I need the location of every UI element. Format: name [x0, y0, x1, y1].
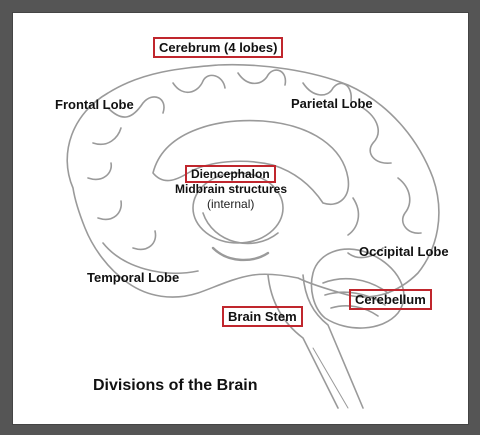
label-cerebellum: Cerebellum [349, 289, 432, 310]
brain-sketch-illustration [13, 13, 468, 424]
label-frontal-lobe: Frontal Lobe [55, 98, 134, 111]
label-brain-stem: Brain Stem [222, 306, 303, 327]
label-temporal-lobe: Temporal Lobe [87, 271, 179, 284]
label-midbrain-structures: Midbrain structures [175, 183, 287, 195]
diagram-title: Divisions of the Brain [93, 378, 257, 394]
diagram-frame: Cerebrum (4 lobes) Frontal Lobe Parietal… [12, 12, 469, 425]
label-cerebrum: Cerebrum (4 lobes) [153, 37, 283, 58]
label-internal: (internal) [207, 198, 254, 210]
label-parietal-lobe: Parietal Lobe [291, 97, 373, 110]
label-diencephalon: Diencephalon [185, 165, 276, 183]
label-occipital-lobe: Occipital Lobe [359, 245, 449, 258]
